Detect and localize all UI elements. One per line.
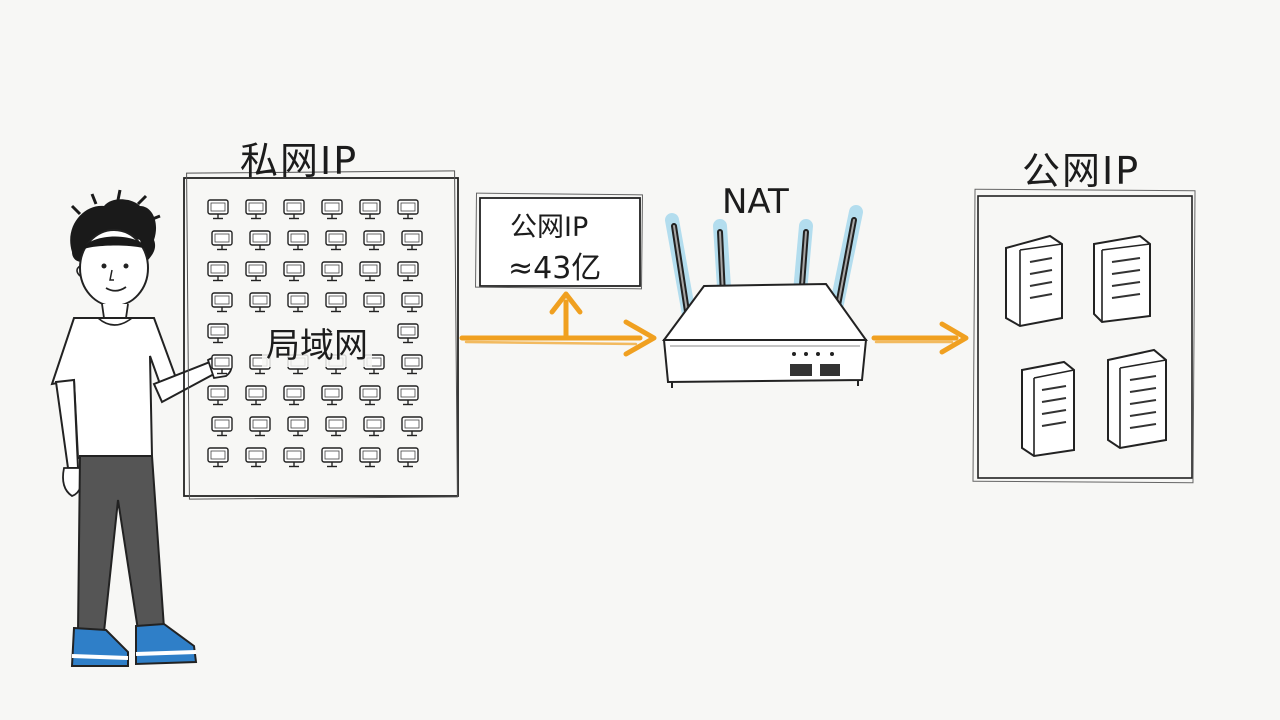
computer-icon [325, 416, 347, 437]
computer-icon [211, 230, 233, 251]
computer-icon [401, 354, 423, 375]
public-ip-pool-box [475, 192, 643, 290]
computer-icon [245, 199, 267, 220]
computer-icon [211, 416, 233, 437]
computer-icon [287, 416, 309, 437]
computer-icon [245, 385, 267, 406]
computer-icon [397, 199, 419, 220]
computer-icon [207, 447, 229, 468]
computer-icon [359, 261, 381, 282]
arrow-icon [459, 291, 969, 357]
computer-icon [401, 230, 423, 251]
computer-icon [363, 292, 385, 313]
computer-icon [245, 261, 267, 282]
server-icon [1005, 234, 1063, 328]
server-icon [1021, 360, 1075, 458]
computer-icon [321, 447, 343, 468]
public-network-panel [972, 188, 1196, 484]
computer-icon [397, 447, 419, 468]
computer-icon [325, 230, 347, 251]
computer-icon [363, 230, 385, 251]
computer-icon [249, 230, 271, 251]
computer-icon [287, 230, 309, 251]
computer-icon [359, 385, 381, 406]
public-ip-title: 公网IP [1022, 149, 1141, 193]
computer-icon [207, 261, 229, 282]
computer-icon [359, 199, 381, 220]
computer-icon [321, 199, 343, 220]
computer-icon [321, 261, 343, 282]
computer-icon [401, 292, 423, 313]
computer-icon [283, 385, 305, 406]
computer-icon [321, 385, 343, 406]
public-ip-pool-count: ≈43亿 [508, 251, 602, 286]
computer-icon [249, 416, 271, 437]
computer-icon [283, 199, 305, 220]
computer-icon [397, 261, 419, 282]
computer-icon [325, 292, 347, 313]
private-network-panel [183, 170, 459, 500]
computer-icon [211, 292, 233, 313]
computer-icon [359, 447, 381, 468]
computer-icon [207, 199, 229, 220]
computer-icon [207, 323, 229, 344]
computer-icon [245, 447, 267, 468]
computer-icon [401, 416, 423, 437]
computer-icon [397, 385, 419, 406]
private-ip-title: 私网IP [240, 139, 359, 183]
server-icon [1107, 348, 1167, 450]
router-icon [662, 205, 868, 388]
computer-icon [397, 323, 419, 344]
computer-icon [283, 447, 305, 468]
computer-icon [283, 261, 305, 282]
computer-icon [287, 292, 309, 313]
nat-title: NAT [722, 182, 789, 222]
public-ip-pool-label: 公网IP [510, 212, 589, 243]
lan-label: 局域网 [262, 318, 372, 367]
server-icon [1093, 234, 1151, 324]
computer-icon [249, 292, 271, 313]
computer-icon [363, 416, 385, 437]
person-icon [50, 189, 233, 667]
computer-icon [207, 385, 229, 406]
